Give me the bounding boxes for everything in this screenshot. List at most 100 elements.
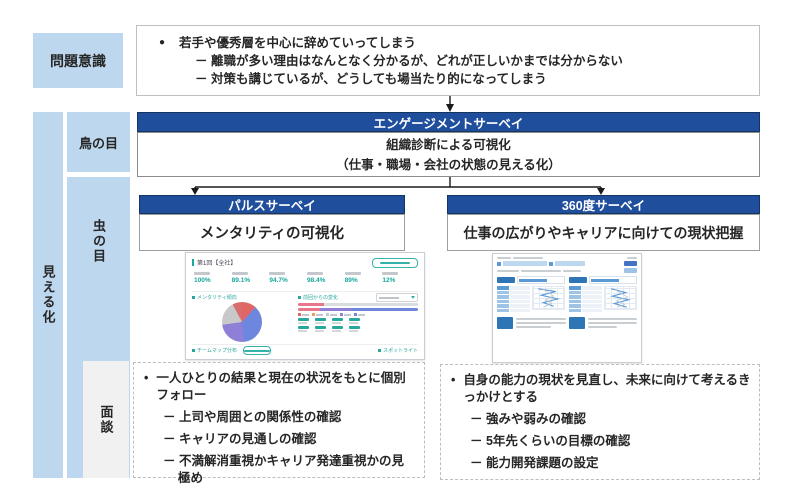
interview-followup-left-box: • 一人ひとりの結果と現在の状況をもとに個別フォロー － 上司や周囲との関係性の… [133, 362, 425, 485]
metric-stub [332, 318, 343, 324]
mentality-panel: メンタリティ傾向 [192, 294, 292, 342]
stat-cell: 100% [192, 271, 230, 291]
mini-table [497, 286, 530, 315]
filter-swatch [497, 261, 501, 266]
legend-item [354, 313, 365, 316]
section-dot-icon [192, 296, 195, 299]
title-accent-bar [192, 259, 194, 266]
legend-label-stub [316, 313, 323, 316]
birds-eye-text: 鳥の目 [78, 135, 118, 151]
report-button [624, 261, 637, 266]
report-footnotes [497, 317, 637, 330]
metric-stub [332, 326, 343, 332]
report-360-screenshot [492, 253, 642, 363]
stat-label-stub [382, 272, 399, 275]
bullet-icon: • [144, 371, 149, 385]
zigzag-line-icon [604, 286, 637, 310]
summary-bar-chart [589, 276, 637, 284]
report-half-right [569, 276, 637, 315]
profile-zigzag-chart [532, 286, 565, 315]
text-stub [563, 269, 581, 272]
bar-segment [324, 303, 418, 306]
followup-sub-1: － 強みや弱みの確認 [470, 412, 586, 426]
legend-swatch [326, 313, 329, 316]
mini-table [569, 286, 602, 315]
summary-row [569, 276, 637, 284]
dropdown-label-stub [379, 296, 399, 299]
filter-field [555, 261, 585, 266]
zigzag-line-icon [532, 286, 565, 310]
stacked-bar-2 [298, 308, 418, 311]
report-filter-row [497, 261, 637, 266]
problem-sub-1: － 離職が多い理由はなんとなく分かるが、どれが正しいかまでは分からない [195, 54, 623, 68]
insects-eye-text: 虫の目 [91, 219, 106, 264]
footnote-paragraph [516, 317, 566, 330]
bar-segment [298, 303, 325, 306]
followup-main-line: • 一人ひとりの結果と現在の状況をもとに個別フォロー [144, 370, 416, 404]
chevron-down-icon [411, 296, 415, 299]
metric-stub [349, 318, 360, 324]
metric-stub [298, 326, 309, 332]
legend-label-stub [302, 313, 309, 316]
teammap-section-title: チームマップ分布 [197, 348, 237, 354]
stat-cell: 89% [343, 271, 381, 291]
problem-sub-2: － 対策も講じているが、どうしても場当たり的になってしまう [195, 72, 547, 86]
dashboard-footer: チームマップ分布 スポットライト [192, 344, 418, 355]
stat-label-stub [194, 272, 210, 275]
text-stub [521, 269, 561, 272]
report-filter-row [497, 268, 637, 273]
bar-legend [298, 313, 418, 316]
legend-item [312, 313, 323, 316]
panel-title-row: メンタリティ傾向 [192, 294, 292, 301]
summary-header-cell [497, 277, 515, 283]
survey-360-desc-text: 仕事の広がりやキャリアに向けての現状把握 [463, 224, 744, 241]
panel-title-row: 前回からの変化 [298, 293, 418, 302]
teammap-title-row: チームマップ分布 [192, 346, 271, 355]
stat-value: 89.1% [231, 276, 251, 284]
engagement-desc-line2: （仕事・職場・会社の状態の見える化） [336, 157, 561, 172]
mentality-section-title: メンタリティ傾向 [197, 295, 237, 301]
problem-awareness-text: 問題意識 [50, 52, 106, 69]
button-label-stub [380, 261, 410, 264]
legend-item [340, 313, 351, 316]
section-dot-icon [298, 296, 301, 299]
stat-label-stub [269, 272, 286, 275]
followup-main-text: 一人ひとりの結果と現在の状況をもとに個別フォロー [156, 371, 406, 402]
table-chart-groups [497, 286, 565, 315]
stacked-bar-1 [298, 303, 418, 306]
pulse-survey-title: パルスサーベイ [228, 199, 316, 213]
stat-value: 94.7% [269, 276, 288, 284]
section-dot-icon [377, 349, 381, 352]
followup-sub-2: － キャリアの見通しの確認 [163, 432, 317, 446]
legend-label-stub [344, 313, 351, 316]
sidebar-interview: 面談 [83, 361, 129, 478]
followup-main-line: • 自身の能力の現状を見直し、未来に向けて考えるきっかけとする [451, 372, 751, 406]
filter-field [503, 261, 547, 266]
legend-swatch [298, 313, 301, 316]
problem-points-box: ● 若手や優秀層を中心に辞めていってしまう － 離職が多い理由はなんとなく分かる… [136, 25, 760, 96]
engagement-survey-title: エンゲージメントサーベイ [373, 116, 524, 131]
pulse-dashboard-screenshot: 第1回【全社】 100% 89.1% 94.7% 98.4% 89% 12% メ… [185, 252, 425, 360]
teammap-pill-button [242, 346, 271, 355]
legend-label-stub [330, 313, 337, 316]
stat-cell: 89.1% [230, 271, 268, 291]
button-label-stub [243, 349, 270, 352]
stat-value: 12% [382, 276, 396, 284]
legend-label-stub [358, 313, 365, 316]
bar-segment [350, 308, 418, 311]
problem-main-line: ● 若手や優秀層を中心に辞めていってしまう [159, 34, 749, 52]
change-metrics-row [298, 326, 418, 332]
legend-swatch [354, 313, 357, 316]
change-metrics-row [298, 318, 418, 324]
report-toolbar [497, 257, 637, 259]
pulse-desc-text: メンタリティの可視化 [199, 226, 345, 242]
metric-stub [315, 318, 326, 324]
report-body [497, 276, 637, 315]
section-dot-icon [192, 349, 195, 352]
dashboard-stats-row: 100% 89.1% 94.7% 98.4% 89% 12% [192, 271, 418, 291]
spotlight-title-row: スポットライト [377, 347, 418, 354]
profile-zigzag-chart [604, 286, 637, 315]
filter-swatch [549, 261, 553, 266]
dashboard-panels: メンタリティ傾向 前回からの変化 [192, 291, 418, 342]
stat-value: 98.4% [307, 276, 326, 284]
